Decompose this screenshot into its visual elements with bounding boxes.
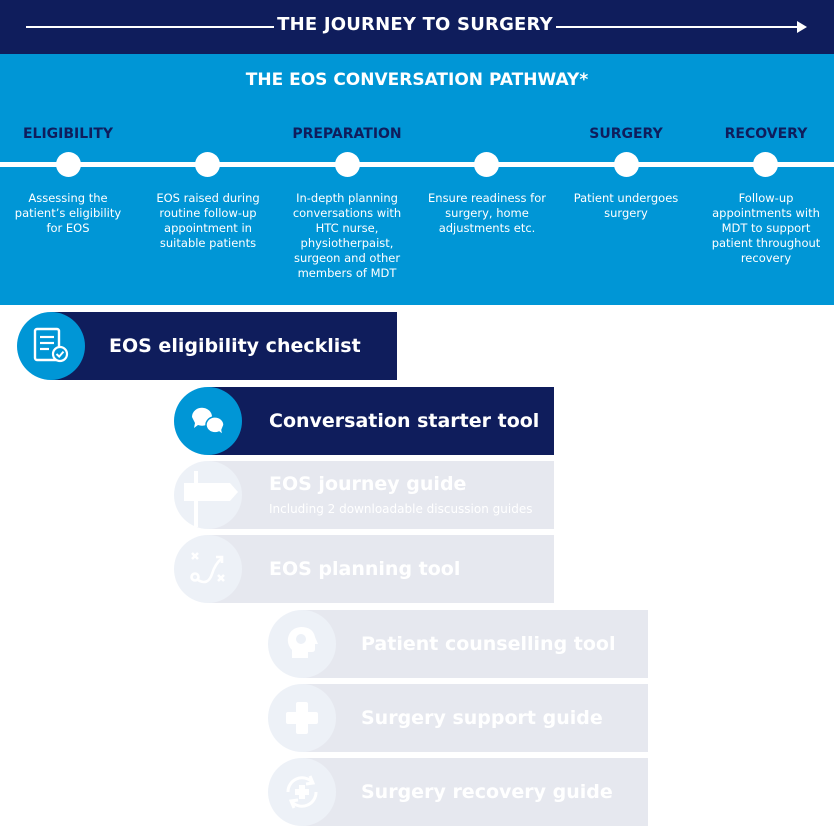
step-text-1: Assessing the patient’s eligibility for … bbox=[14, 191, 122, 235]
step-text-3: In-depth planning conversations with HTC… bbox=[292, 191, 402, 280]
tool-bar bbox=[51, 312, 397, 380]
strategy-icon bbox=[174, 535, 242, 603]
tool-label: Conversation starter tool bbox=[269, 410, 540, 432]
step-text-2: EOS raised during routine follow-up appo… bbox=[156, 191, 260, 250]
pathway-timeline bbox=[0, 162, 834, 167]
tool-bar bbox=[302, 758, 648, 826]
cross-icon bbox=[268, 684, 336, 752]
stage-label-eligibility: ELIGIBILITY bbox=[22, 126, 114, 142]
tool-conversation-starter[interactable]: Conversation starter tool bbox=[174, 387, 554, 455]
tool-journey-guide[interactable]: EOS journey guide Including 2 downloadab… bbox=[174, 461, 554, 529]
tool-bar bbox=[302, 610, 648, 678]
banner-line-left bbox=[26, 26, 274, 28]
timeline-dot bbox=[753, 152, 778, 177]
tool-surgery-recovery[interactable]: Surgery recovery guide bbox=[268, 758, 648, 826]
tool-surgery-support[interactable]: Surgery support guide bbox=[268, 684, 648, 752]
checklist-icon bbox=[17, 312, 85, 380]
tool-bar bbox=[208, 461, 554, 529]
timeline-dot bbox=[335, 152, 360, 177]
tool-eligibility-checklist[interactable]: EOS eligibility checklist bbox=[17, 312, 397, 380]
step-text-6: Follow-up appointments with MDT to suppo… bbox=[711, 191, 821, 265]
head-icon bbox=[268, 610, 336, 678]
tool-patient-counselling[interactable]: Patient counselling tool bbox=[268, 610, 648, 678]
stage-label-surgery: SURGERY bbox=[589, 126, 663, 142]
step-text-4: Ensure readiness for surgery, home adjus… bbox=[428, 191, 546, 235]
tool-label: Surgery recovery guide bbox=[361, 781, 613, 803]
tool-label: Surgery support guide bbox=[361, 707, 603, 729]
timeline-dot bbox=[195, 152, 220, 177]
tool-bar bbox=[208, 387, 554, 455]
arrow-right-icon bbox=[797, 21, 807, 33]
stage-label-preparation: PREPARATION bbox=[292, 126, 402, 142]
timeline-dot bbox=[56, 152, 81, 177]
speech-bubbles-icon bbox=[174, 387, 242, 455]
tool-planning-tool[interactable]: EOS planning tool bbox=[174, 535, 554, 603]
banner-title: THE JOURNEY TO SURGERY bbox=[277, 14, 553, 35]
step-text-5: Patient undergoes surgery bbox=[573, 191, 679, 220]
tool-sublabel: Including 2 downloadable discussion guid… bbox=[269, 502, 533, 516]
journey-banner: THE JOURNEY TO SURGERY bbox=[0, 0, 834, 54]
tool-label: EOS journey guide bbox=[269, 473, 467, 495]
timeline-dot bbox=[474, 152, 499, 177]
recovery-icon bbox=[268, 758, 336, 826]
stage-label-recovery: RECOVERY bbox=[724, 126, 808, 142]
timeline-dot bbox=[614, 152, 639, 177]
tool-label: Patient counselling tool bbox=[361, 633, 616, 655]
tool-label: EOS eligibility checklist bbox=[109, 335, 361, 357]
banner-arrow-line bbox=[556, 26, 800, 28]
tool-bar bbox=[208, 535, 554, 603]
pathway-title: THE EOS CONVERSATION PATHWAY* bbox=[245, 70, 589, 90]
signpost-icon bbox=[174, 461, 242, 529]
tool-bar bbox=[302, 684, 648, 752]
conversation-pathway-panel: THE EOS CONVERSATION PATHWAY* ELIGIBILIT… bbox=[0, 54, 834, 305]
tool-label: EOS planning tool bbox=[269, 558, 461, 580]
